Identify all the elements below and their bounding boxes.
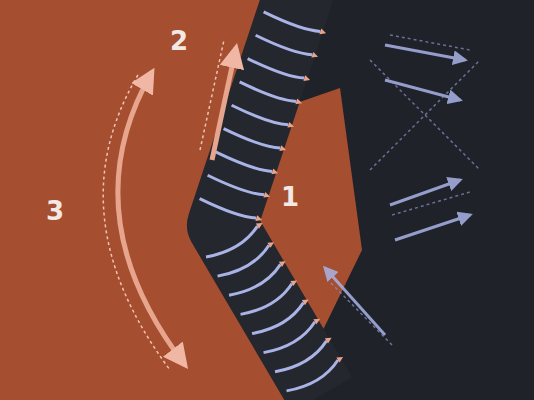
edge-arrowhead	[311, 52, 318, 58]
vessel-rib	[264, 322, 315, 353]
edge-arrowhead	[336, 357, 343, 363]
flow-arrows	[325, 45, 470, 335]
edge-arrowhead	[287, 122, 294, 128]
vessel-rib	[256, 35, 313, 54]
vessel-rib	[216, 152, 273, 171]
vessel-rib	[229, 264, 280, 295]
edge-arrowhead	[313, 319, 320, 325]
vessel-rib	[224, 129, 281, 148]
callout-number: 3	[46, 198, 64, 224]
callout-number: 2	[170, 28, 188, 54]
edge-arrowhead	[279, 261, 286, 267]
arrow-3	[118, 72, 185, 365]
vessel-rib	[275, 341, 326, 372]
edge-arrowhead	[325, 338, 332, 344]
edge-arrowhead	[255, 215, 262, 221]
edge-arrowhead	[256, 223, 263, 229]
edge-arrowhead	[279, 145, 286, 151]
vessel-rib	[240, 82, 297, 101]
vessel-ribs	[200, 12, 343, 391]
dotted-guide	[200, 40, 224, 150]
arrow-2	[212, 48, 236, 160]
vessel-rib	[218, 245, 269, 276]
vessel-rib	[206, 226, 257, 257]
vessel	[222, 0, 322, 395]
vessel-rib	[241, 283, 292, 314]
callout-number: 1	[281, 184, 299, 210]
vessel-rib	[208, 175, 265, 194]
edge-arrowhead	[267, 242, 274, 248]
vessel-rib	[232, 105, 289, 124]
vessel-rib	[248, 59, 305, 78]
edge-arrowhead	[295, 99, 302, 105]
edge-arrowhead	[303, 75, 310, 81]
vessel-rib	[200, 199, 257, 218]
edge-arrowhead	[319, 29, 326, 35]
vessel-rib	[287, 360, 338, 391]
vessel-rib	[252, 303, 303, 334]
edge-arrowhead	[263, 192, 270, 198]
dotted-guide	[103, 75, 170, 370]
edge-arrowhead	[302, 300, 309, 306]
vessel-rib	[264, 12, 321, 31]
edge-arrowhead	[290, 280, 297, 286]
dotted-guides	[330, 35, 480, 345]
edge-arrowhead	[271, 169, 278, 175]
